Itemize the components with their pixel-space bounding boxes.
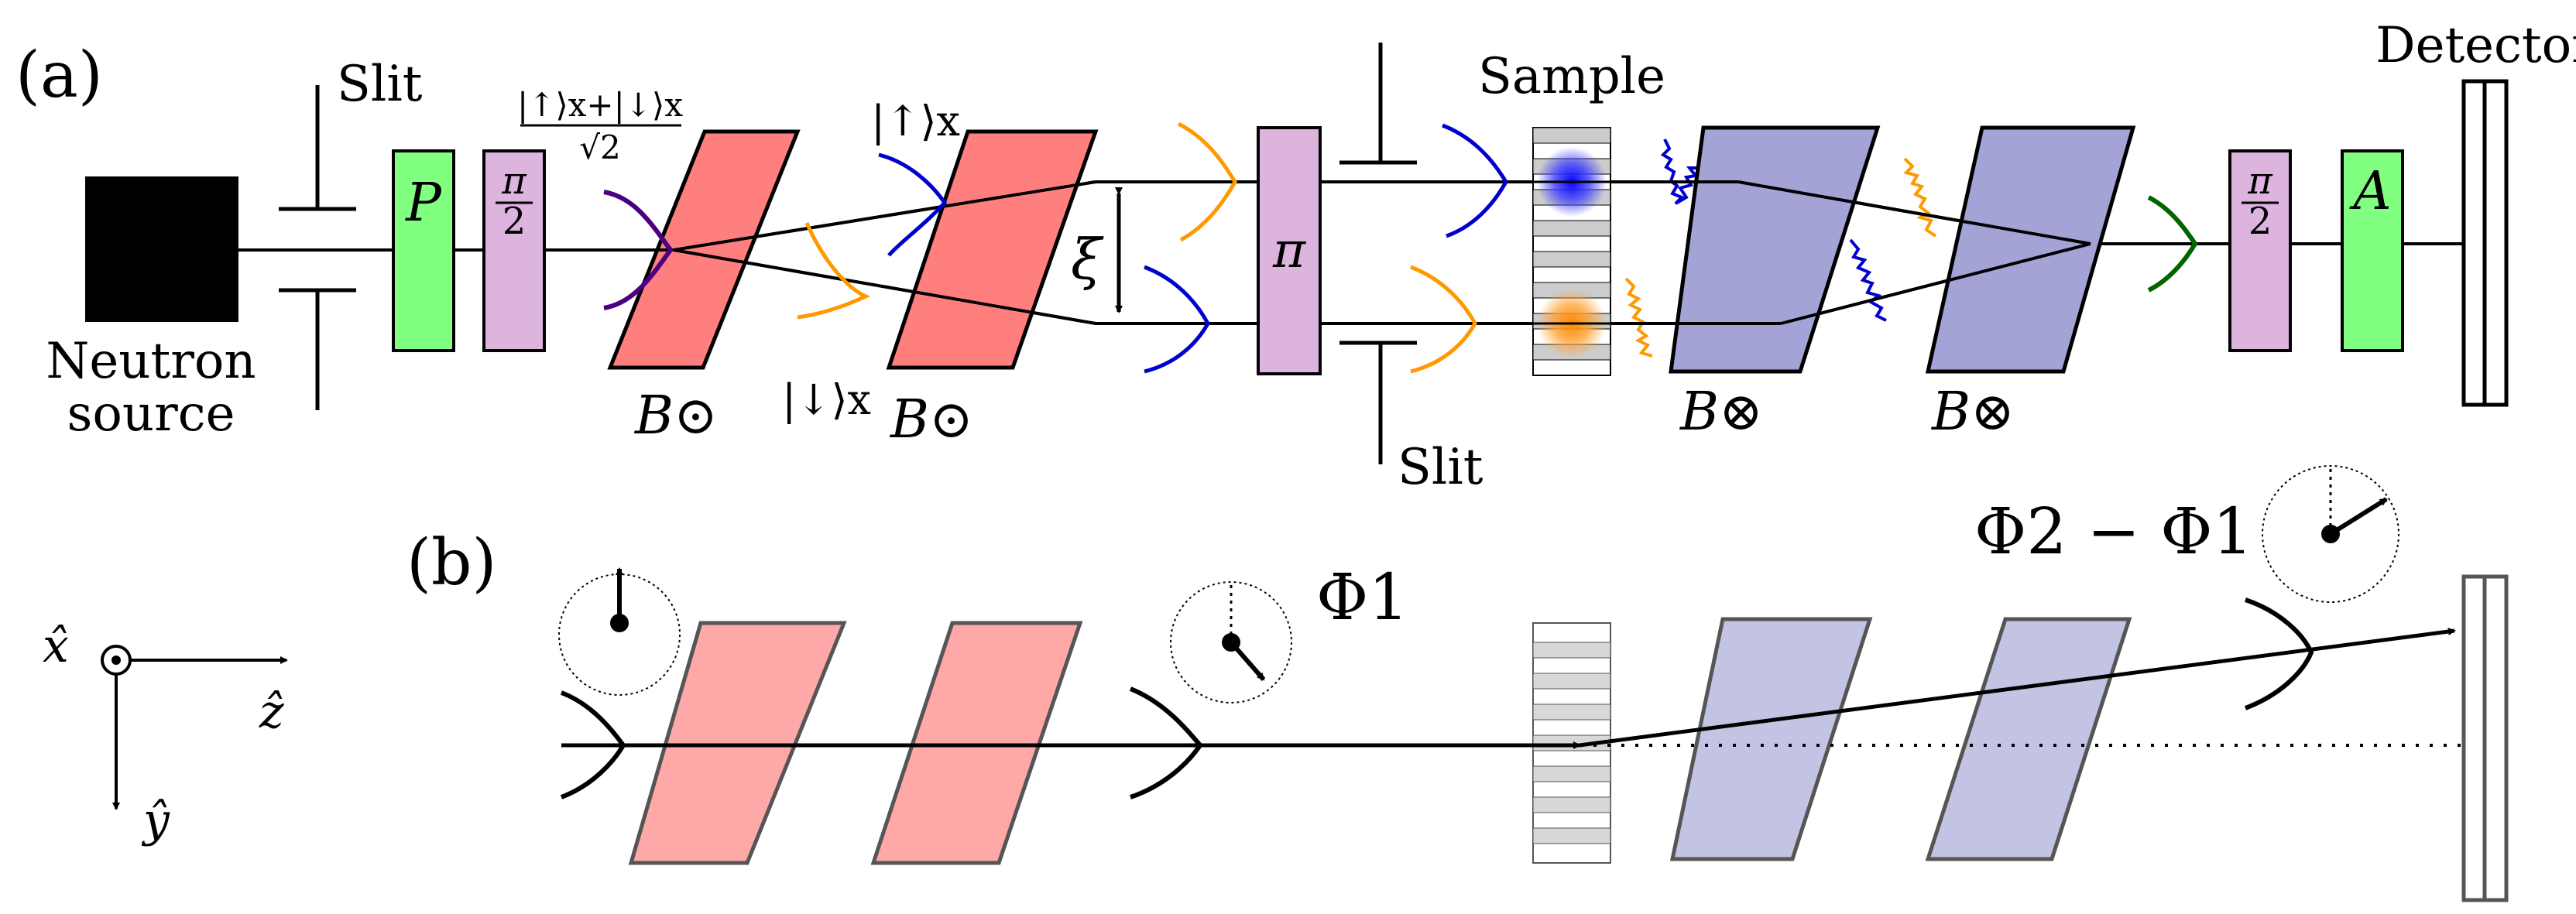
- phase-dial-1: [558, 567, 681, 696]
- polarizer-label: P: [404, 173, 442, 234]
- b-otimes-label-1: B⊗: [1679, 382, 1763, 443]
- pi-half-den-1: 2: [503, 200, 527, 243]
- axis-y-label: ŷ: [141, 793, 170, 847]
- detector-a: [2461, 79, 2509, 407]
- neutron-source-label-1: Neutron: [46, 333, 256, 390]
- b-odot-label-1: B⊙: [633, 385, 718, 447]
- slit-1-label: Slit: [337, 56, 423, 113]
- pi-half-num-1: π: [501, 159, 527, 203]
- slit-1: [279, 85, 356, 410]
- beam-path-a: [238, 180, 2462, 325]
- packet-b-1: [560, 690, 626, 799]
- wave-superposition: [603, 190, 674, 310]
- pi-half-num-2: π: [2247, 159, 2273, 203]
- blue-grating-a-2: [1925, 125, 2136, 374]
- b-odot-label-2: B⊙: [889, 389, 973, 450]
- spin-up-label: |↑⟩x: [871, 97, 960, 145]
- spin-down-label: |↓⟩x: [782, 375, 871, 424]
- axis-x-label: x̂: [43, 619, 69, 673]
- wave-spin-down-3: [1410, 265, 1477, 374]
- scatter-wave-blue-2: [1849, 238, 1887, 322]
- blue-grating-b-2: [1925, 617, 2132, 861]
- packet-b-2: [1129, 686, 1203, 799]
- red-grating-b-1: [628, 621, 847, 865]
- packet-b-3: [2244, 597, 2314, 710]
- superposition-den: √2: [579, 128, 620, 166]
- axis-z-label: ẑ: [259, 685, 284, 739]
- neutron-source-label-2: source: [67, 385, 235, 443]
- detector-b: [2461, 574, 2509, 902]
- neutron-source: [85, 176, 238, 322]
- detector-label: Detector: [2375, 17, 2576, 74]
- b-otimes-label-2: B⊗: [1930, 382, 2015, 443]
- blue-grating-b-1: [1669, 617, 1873, 861]
- pi-half-den-2: 2: [2248, 200, 2272, 243]
- wave-spin-down-2: [1177, 122, 1237, 242]
- red-grating-a-2: [886, 129, 1099, 370]
- phi1-label: Φ1: [1316, 561, 1408, 635]
- blue-grating-a-1: [1669, 125, 1881, 374]
- polarizer: [392, 149, 455, 352]
- pi-half-flipper-1: [482, 149, 546, 352]
- panel-a-label: (a): [15, 39, 103, 112]
- wave-spin-up-1: [878, 152, 948, 257]
- slit-2-label: Slit: [1398, 439, 1484, 496]
- pi-flipper: [1257, 126, 1322, 375]
- wave-output: [2147, 195, 2198, 293]
- superposition-num: |↑⟩x+|↓⟩x: [517, 86, 683, 124]
- red-grating-b-2: [870, 621, 1083, 865]
- coordinate-axes: [101, 645, 288, 810]
- phase-dial-3: [2262, 465, 2399, 603]
- phase-dial-2: [1170, 581, 1292, 703]
- scatter-wave-blue-1: [1660, 139, 1699, 205]
- wave-spin-up-2: [1144, 265, 1210, 374]
- scatter-wave-orange-2: [1903, 157, 1937, 238]
- analyzer-label: A: [2348, 161, 2391, 222]
- sample-label: Sample: [1478, 48, 1665, 105]
- wave-spin-down-1: [797, 222, 870, 320]
- wave-spin-up-3: [1442, 123, 1508, 238]
- slit-2: [1339, 43, 1417, 464]
- pi-label: π: [1272, 222, 1306, 279]
- panel-b-label: (b): [406, 526, 496, 600]
- scatter-wave-orange-1: [1624, 277, 1653, 358]
- sample-a: [1532, 127, 1611, 376]
- xi-label: ξ: [1071, 227, 1104, 292]
- phi-diff-label: Φ2 − Φ1: [1974, 495, 2253, 569]
- pi-half-flipper-2: [2228, 149, 2292, 352]
- analyzer: [2341, 149, 2404, 352]
